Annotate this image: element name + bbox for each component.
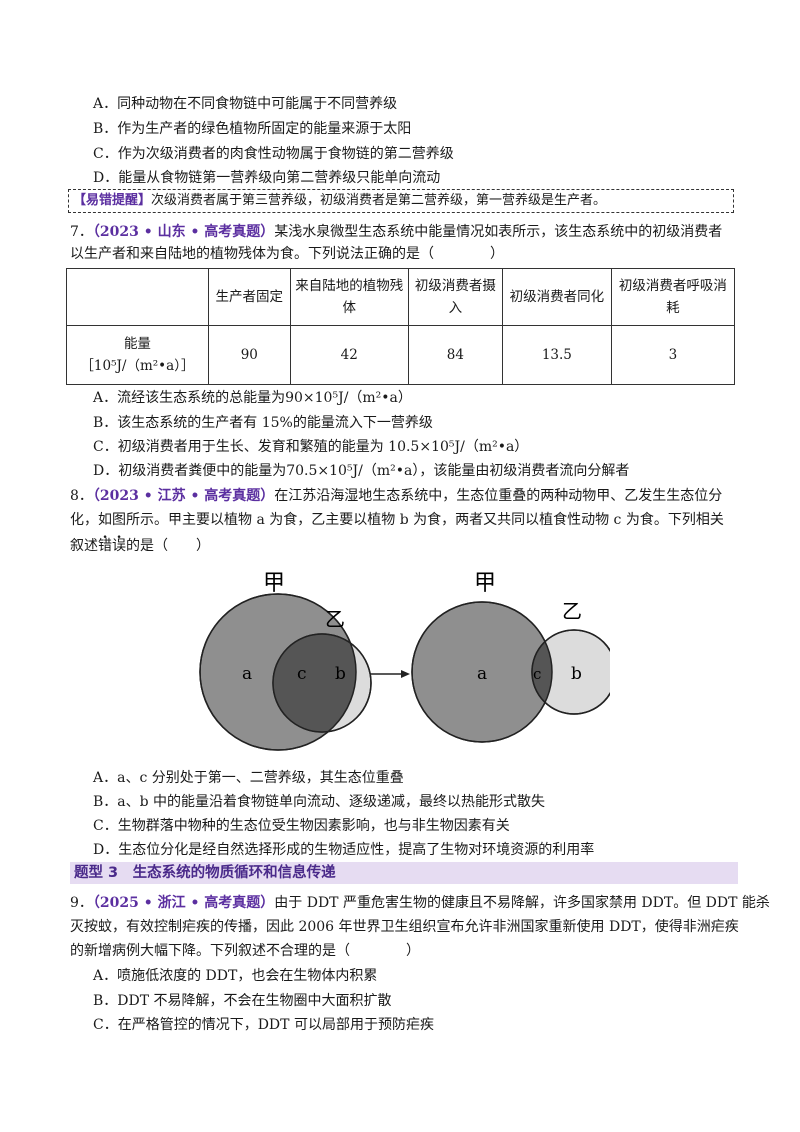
q8-stem-1: 在江苏沿海湿地生态系统中，生态位重叠的两种动物甲、乙发生生态位分 [274,488,723,504]
label-yi-left: 乙 [325,607,345,631]
q7-option-a: A．流经该生态系统的总能量为90×10⁵J/（m²•a） [93,390,412,406]
error-tip-box: 【易错提醒】次级消费者属于第三营养级，初级消费者是第二营养级，第一营养级是生产者… [68,189,734,213]
q9-option-c: C．在严格管控的情况下，DDT 可以局部用于预防疟疾 [93,1017,434,1033]
table-header-cell: 生产者固定 [207,268,291,326]
table-header-cell: 初级消费者同化 [501,268,612,326]
q8-option-d: D．生态位分化是经自然选择形成的生物适应性，提高了生物对环境资源的利用率 [93,842,595,858]
q9-stem-line-3: 的新增病例大幅下降。下列叙述不合理的是（ ） [70,943,420,959]
arrow-head-icon [401,670,410,678]
q8-stem-3-post: 的是（ ） [126,538,210,554]
q9-stem-line-1: 9．（2025 • 浙江 • 高考真题）由于 DDT 严重危害生物的健康且不易降… [70,893,770,913]
q9-stem-1: 由于 DDT 严重危害生物的健康且不易降解，许多国家禁用 DDT。但 DDT 能… [274,895,770,911]
overlap-c-left [273,634,356,732]
table-row-label: 能量 ［10⁵J/（m²•a）］ [66,325,209,385]
table-cell: 90 [207,325,291,385]
q8-option-b: B．a、b 中的能量沿着食物链单向流动、逐级递减，最终以热能形式散失 [93,794,546,810]
tip-tag: 【易错提醒】 [73,193,152,208]
label-yi-right: 乙 [562,599,582,623]
q6-option-c: C．作为次级消费者的肉食性动物属于食物链的第二营养级 [93,146,454,162]
table-cell: 84 [407,325,503,385]
q8-stem-line-3: 叙述错误的是（ ） [70,536,210,556]
q6-option-a: A．同种动物在不同食物链中可能属于不同营养级 [93,96,398,112]
table-header-cell: 来自陆地的植物残体 [289,268,409,326]
q6-option-d: D．能量从食物链第一营养级向第二营养级只能单向流动 [93,170,441,186]
table-cell: 3 [610,325,736,385]
table-header-row: 生产者固定 来自陆地的植物残体 初级消费者摄入 初级消费者同化 初级消费者呼吸消… [66,268,736,326]
label-c-left: c [297,664,307,684]
q7-energy-table: 生产者固定 来自陆地的植物残体 初级消费者摄入 初级消费者同化 初级消费者呼吸消… [66,268,736,385]
label-jia-right: 甲 [474,571,496,596]
table-cell: 42 [289,325,409,385]
q9-stem-line-2: 灭按蚊，有效控制疟疾的传播，因此 2006 年世界卫生组织宣布允许非洲国家重新使… [70,919,739,935]
label-b-left: b [335,664,346,684]
table-header-cell [66,268,209,326]
q7-option-c: C．初级消费者用于生长、发育和繁殖的能量为 10.5×10⁵J/（m²•a） [93,439,529,455]
q9-source: （2025 • 浙江 • 高考真题） [92,895,275,911]
label-b-right: b [571,664,582,684]
table-cell: 13.5 [501,325,612,385]
q7-stem-1: 某浅水泉微型生态系统中能量情况如表所示，该生态系统中的初级消费者 [274,224,723,240]
emphasis-char: 误 [112,538,126,554]
emphasis-char: 错 [98,538,112,554]
q9-number: 9． [70,895,93,911]
q8-option-c: C．生物群落中物种的生态位受生物因素影响，也与非生物因素有关 [93,818,510,834]
q7-stem-line-2: 以生产者和来自陆地的植物残体为食。下列说法正确的是（ ） [70,246,504,262]
q9-option-a: A．喷施低浓度的 DDT，也会在生物体内积累 [93,968,378,984]
row-label-energy: 能量 [123,336,151,352]
q7-source: （2023 • 山东 • 高考真题） [92,224,275,240]
label-a-left: a [242,664,252,684]
q8-stem-line-1: 8．（2023 • 江苏 • 高考真题）在江苏沿海湿地生态系统中，生态位重叠的两… [70,486,722,506]
label-jia-left: 甲 [263,571,285,596]
q8-source: （2023 • 江苏 • 高考真题） [92,488,275,504]
q7-number: 7． [70,224,93,240]
q6-option-b: B．作为生产者的绿色植物所固定的能量来源于太阳 [93,121,412,137]
q8-stem-3-pre: 叙述 [70,538,98,554]
label-a-right: a [477,664,487,684]
q8-stem-line-2: 化，如图所示。甲主要以植物 a 为食，乙主要以植物 b 为食，两者又共同以植食性… [70,512,724,528]
q7-option-d: D．初级消费者粪便中的能量为70.5×10⁵J/（m²•a），该能量由初级消费者… [93,463,630,479]
q7-option-b: B．该生态系统的生产者有 15%的能量流入下一营养级 [93,415,433,431]
q9-option-b: B．DDT 不易降解，不会在生物圈中大面积扩散 [93,993,392,1009]
q7-stem-line-1: 7．（2023 • 山东 • 高考真题）某浅水泉微型生态系统中能量情况如表所示，… [70,222,722,242]
table-row: 能量 ［10⁵J/（m²•a）］ 90 42 84 13.5 3 [66,325,736,385]
label-c-right: c [533,665,541,683]
row-label-unit: ［10⁵J/（m²•a）］ [80,358,195,374]
tip-text: 次级消费者属于第三营养级，初级消费者是第二营养级，第一营养级是生产者。 [151,193,607,208]
table-header-cell: 初级消费者呼吸消耗 [610,268,736,326]
table-header-cell: 初级消费者摄入 [407,268,503,326]
q8-number: 8． [70,488,93,504]
q8-option-a: A．a、c 分别处于第一、二营养级，其生态位重叠 [93,770,404,786]
section-heading: 题型 3 生态系统的物质循环和信息传递 [70,862,738,884]
niche-differentiation-figure: 甲 乙 a c b 甲 乙 a c b [199,571,610,751]
